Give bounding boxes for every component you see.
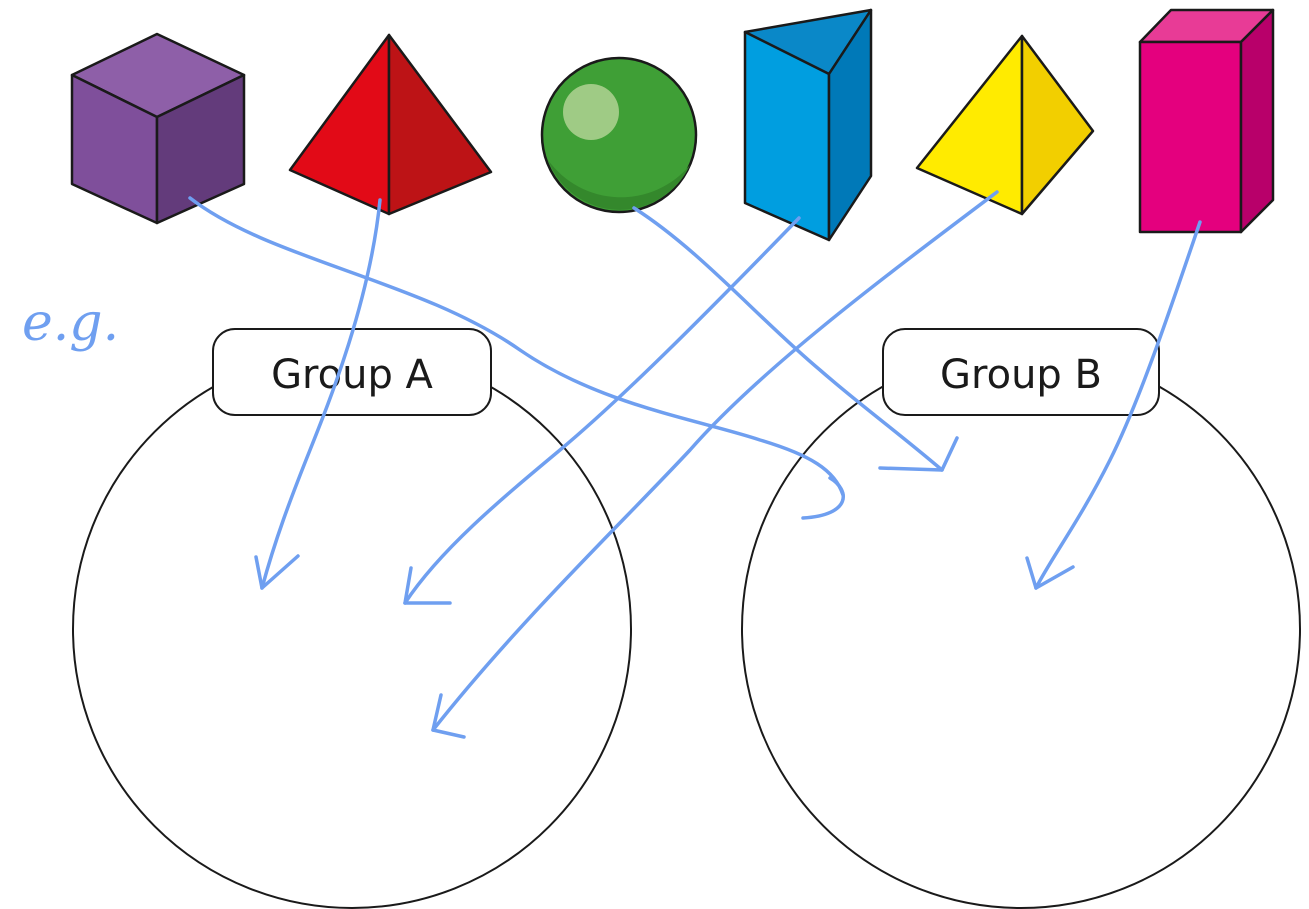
arrow-cube-to-group-b (188, 196, 845, 520)
arrow-cuboid-to-group-b (1025, 220, 1202, 590)
arrow-sphere-to-group-b (632, 206, 959, 472)
cube-shape (70, 32, 246, 225)
arrow-triangular-pyramid-to-group-a (431, 190, 999, 739)
sphere-shape (540, 56, 698, 214)
eg-annotation: e.g. (22, 293, 119, 353)
triangular-prism-shape (743, 8, 873, 242)
square-pyramid-shape (288, 33, 493, 216)
cuboid-shape (1138, 8, 1275, 234)
group-b-label: Group B (882, 328, 1160, 416)
group-b-circle (741, 349, 1301, 909)
triangular-pyramid-shape (915, 34, 1095, 216)
group-b-label-text: Group B (940, 352, 1102, 398)
group-a-label-text: Group A (271, 352, 433, 398)
arrow-triangular-prism-to-group-a (403, 216, 801, 605)
group-a-circle (72, 349, 632, 909)
arrow-square-pyramid-to-group-a (254, 198, 382, 590)
group-a-label: Group A (212, 328, 492, 416)
